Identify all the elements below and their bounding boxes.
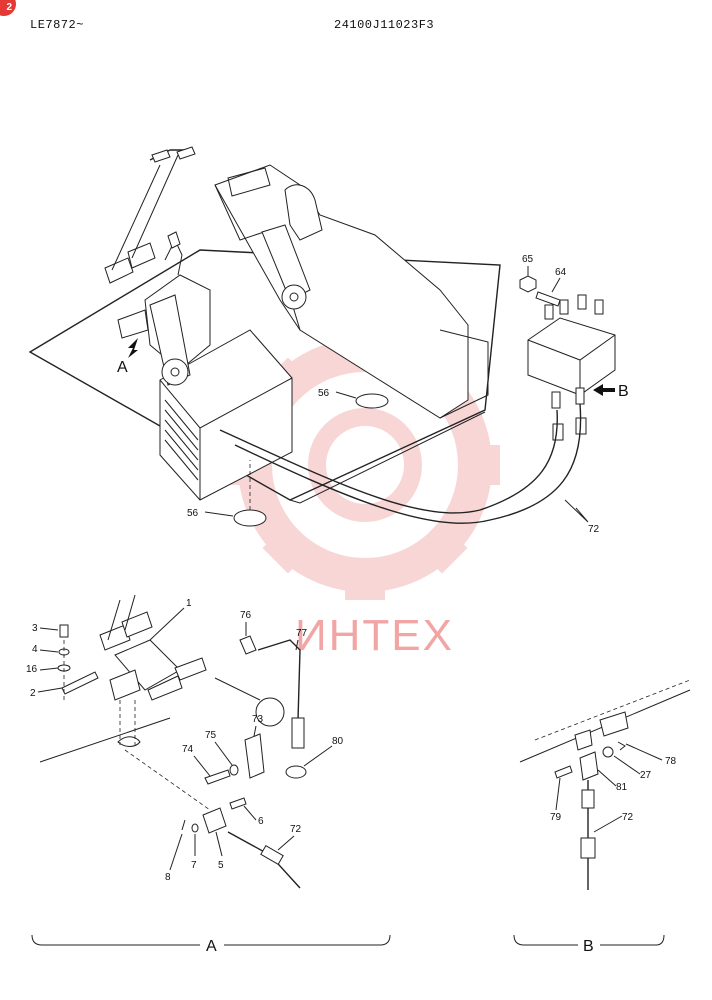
- callout-7: 7: [191, 860, 197, 871]
- cable-72-b: [234, 403, 582, 524]
- bolt-6: [229, 797, 247, 810]
- washer-27: [602, 746, 614, 758]
- watermark-text: ИНТЕХ: [295, 611, 454, 660]
- callout-75: 75: [205, 730, 217, 741]
- callout-27: 27: [640, 770, 652, 781]
- grommet-56-lower: [233, 509, 267, 527]
- part-number: 24100J11023F3: [334, 18, 435, 32]
- callout-6: 6: [258, 816, 264, 827]
- callout-77: 77: [296, 628, 308, 639]
- model-code: LE7872~: [30, 18, 84, 32]
- callout-16: 16: [26, 664, 38, 675]
- pedal-base-box: [159, 329, 293, 501]
- view-b-label: B: [618, 383, 629, 400]
- lever-77: [257, 639, 301, 721]
- pin-78: [617, 741, 626, 751]
- page-badge-number: 2: [6, 2, 12, 13]
- callout-4: 4: [32, 644, 38, 655]
- grommet-80: [285, 765, 307, 779]
- view-a-arrow-icon: [128, 338, 138, 358]
- main-assembly-view: A B 65 64 56 56 72: [28, 146, 629, 535]
- knob-76: [239, 635, 257, 655]
- pedal-left: [104, 257, 134, 284]
- callout-73: 73: [252, 714, 264, 725]
- section-a-label: A: [206, 938, 217, 955]
- pedal-right: [127, 242, 156, 269]
- bracket-73: [244, 733, 265, 779]
- washer-75: [229, 764, 239, 776]
- callout-56-upper: 56: [318, 388, 330, 399]
- pin-8: [181, 819, 186, 831]
- section-b-bracket: B: [513, 934, 665, 955]
- plate-2: [61, 671, 99, 695]
- pedal-bracket: [117, 309, 149, 339]
- section-a-bracket: A: [31, 934, 391, 955]
- callout-56-lower: 56: [187, 508, 199, 519]
- callout-2: 2: [30, 688, 36, 699]
- callout-3: 3: [32, 623, 38, 634]
- view-b-arrow-icon: [593, 384, 615, 396]
- callout-78: 78: [665, 756, 677, 767]
- block-81: [579, 751, 599, 781]
- section-b-label: B: [583, 938, 594, 955]
- cable-72-a: [219, 409, 558, 514]
- page-badge: 2: [0, 0, 16, 16]
- control-lever-arm: [261, 224, 311, 301]
- callout-5: 5: [218, 860, 224, 871]
- bolt-3: [59, 624, 69, 638]
- grommet-56-upper: [355, 393, 389, 409]
- washer-7: [191, 823, 199, 833]
- callout-64: 64: [555, 267, 567, 278]
- callout-74: 74: [182, 744, 194, 755]
- pedal-mount-bracket: [109, 669, 141, 701]
- callout-72-a: 72: [290, 824, 302, 835]
- callout-1: 1: [186, 598, 192, 609]
- detail-b-view: 78 27 81 79 72: [519, 679, 691, 890]
- bolt-79: [554, 765, 573, 779]
- detail-a-view: 1 3 4 16 2 76 77 73 75 74 80 6 72 8 7 5: [26, 594, 344, 889]
- callout-72-b: 72: [622, 812, 634, 823]
- bolt-74: [204, 769, 231, 785]
- callout-76: 76: [240, 610, 252, 621]
- callout-65: 65: [522, 254, 534, 265]
- callout-72-main: 72: [588, 524, 600, 535]
- callout-79: 79: [550, 812, 562, 823]
- callout-80: 80: [332, 736, 344, 747]
- clamp-5: [202, 807, 227, 834]
- bolt-64: [535, 291, 561, 307]
- nut-65: [519, 275, 537, 293]
- callout-8: 8: [165, 872, 171, 883]
- callout-81: 81: [616, 782, 628, 793]
- view-a-label: A: [117, 359, 128, 376]
